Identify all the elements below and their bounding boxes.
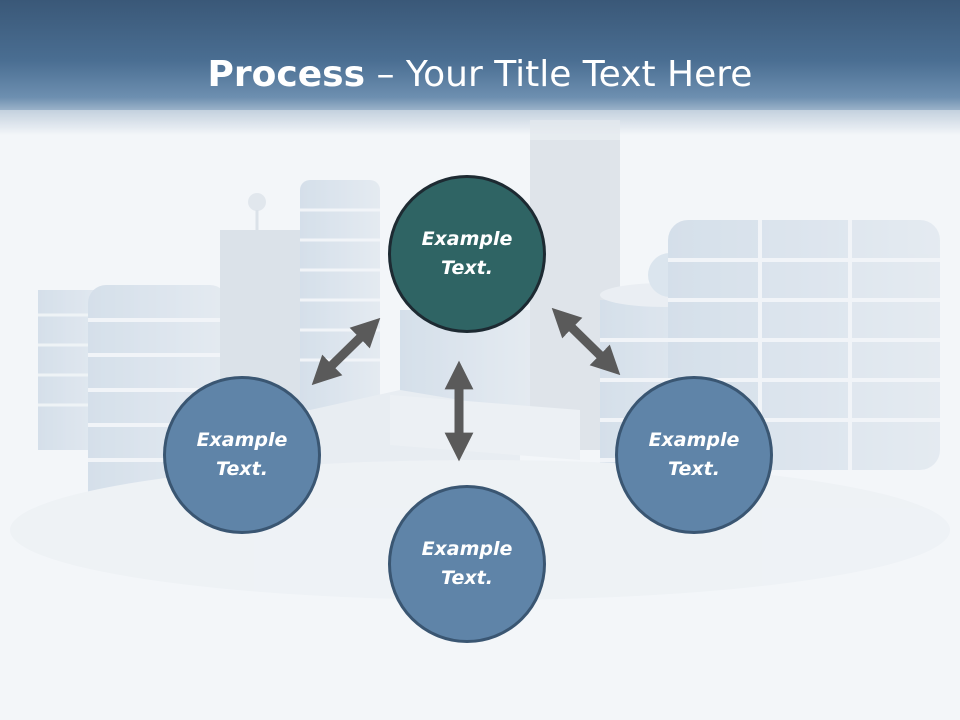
node-bottom[interactable]: Example Text. <box>388 485 546 643</box>
header-band <box>0 0 960 135</box>
node-right[interactable]: Example Text. <box>615 376 773 534</box>
node-left[interactable]: Example Text. <box>163 376 321 534</box>
node-left-label: Example Text. <box>196 429 288 480</box>
arrow-top-left <box>311 317 381 386</box>
node-top[interactable]: Example Text. <box>388 175 546 333</box>
node-right-label: Example Text. <box>648 429 740 480</box>
slide-title: Process – Your Title Text Here <box>0 52 960 98</box>
node-top-label: Example Text. <box>421 228 513 279</box>
arrow-top-right <box>551 307 621 376</box>
title-bold: Process <box>207 54 366 95</box>
title-rest: – Your Title Text Here <box>365 54 753 95</box>
node-bottom-label: Example Text. <box>421 538 513 589</box>
